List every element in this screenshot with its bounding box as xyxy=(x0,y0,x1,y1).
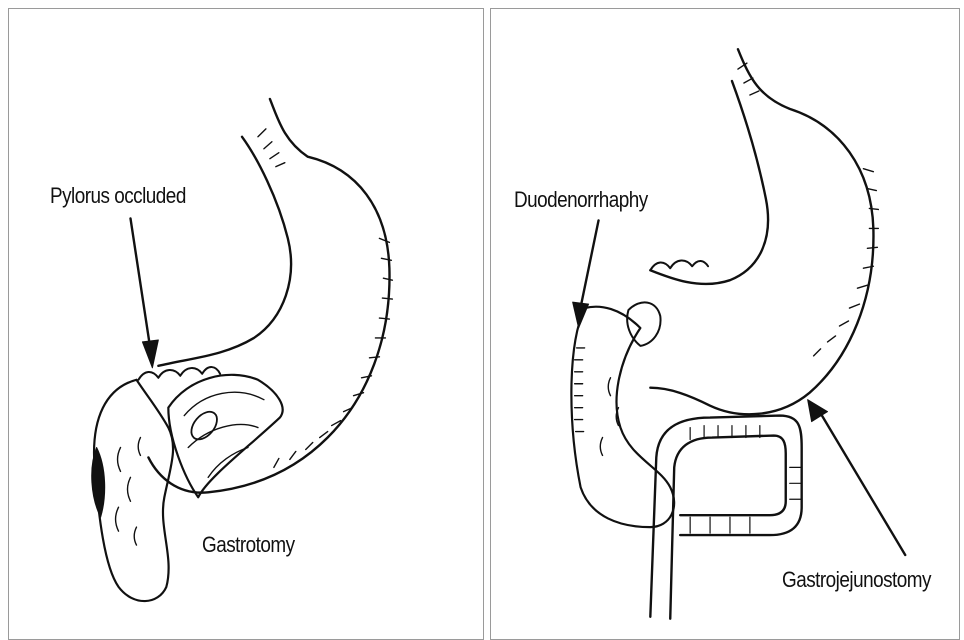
pylorus-arrow-shaft xyxy=(130,218,151,355)
lesser-curvature xyxy=(158,137,291,366)
duodenum-lumen xyxy=(92,447,105,517)
duodenorrhaphy-arrow-head xyxy=(573,302,589,328)
duodenorrhaphy-arrow-shaft xyxy=(580,220,599,312)
duodenum-dashes xyxy=(116,438,141,546)
gastrojejunostomy-arrow-shaft xyxy=(820,412,906,555)
duodenorrhaphy-sutures xyxy=(575,348,585,432)
gastrotomy-inner xyxy=(184,392,264,477)
pylorus-occluded-label: Pylorus occluded xyxy=(50,183,186,209)
stomach-gastrojejunostomy-drawing xyxy=(491,9,959,639)
omentum-bumps xyxy=(650,261,708,271)
greater-curvature-hatching xyxy=(258,129,392,468)
stomach-outline xyxy=(148,99,389,493)
stomach-outline xyxy=(650,49,873,414)
gastrotomy-label: Gastrotomy xyxy=(202,532,295,558)
duodenum-outline xyxy=(94,380,173,601)
left-illustration-panel: Pylorus occluded Gastrotomy xyxy=(8,8,484,640)
pyloric-stump xyxy=(627,302,660,346)
greater-curvature-hatching xyxy=(738,63,878,356)
right-illustration-panel: Duodenorrhaphy Gastrojejunostomy xyxy=(490,8,960,640)
duodenum-outline xyxy=(571,307,674,527)
duodenorrhaphy-label: Duodenorrhaphy xyxy=(514,187,648,213)
lesser-curvature xyxy=(650,81,768,284)
jejunal-loop-inner xyxy=(670,436,786,619)
duodenum-dashes xyxy=(600,378,618,456)
pylorus-stitch xyxy=(186,407,222,444)
pylorus-arrow-head xyxy=(142,340,158,368)
gastrojejunostomy-label: Gastrojejunostomy xyxy=(782,567,931,593)
